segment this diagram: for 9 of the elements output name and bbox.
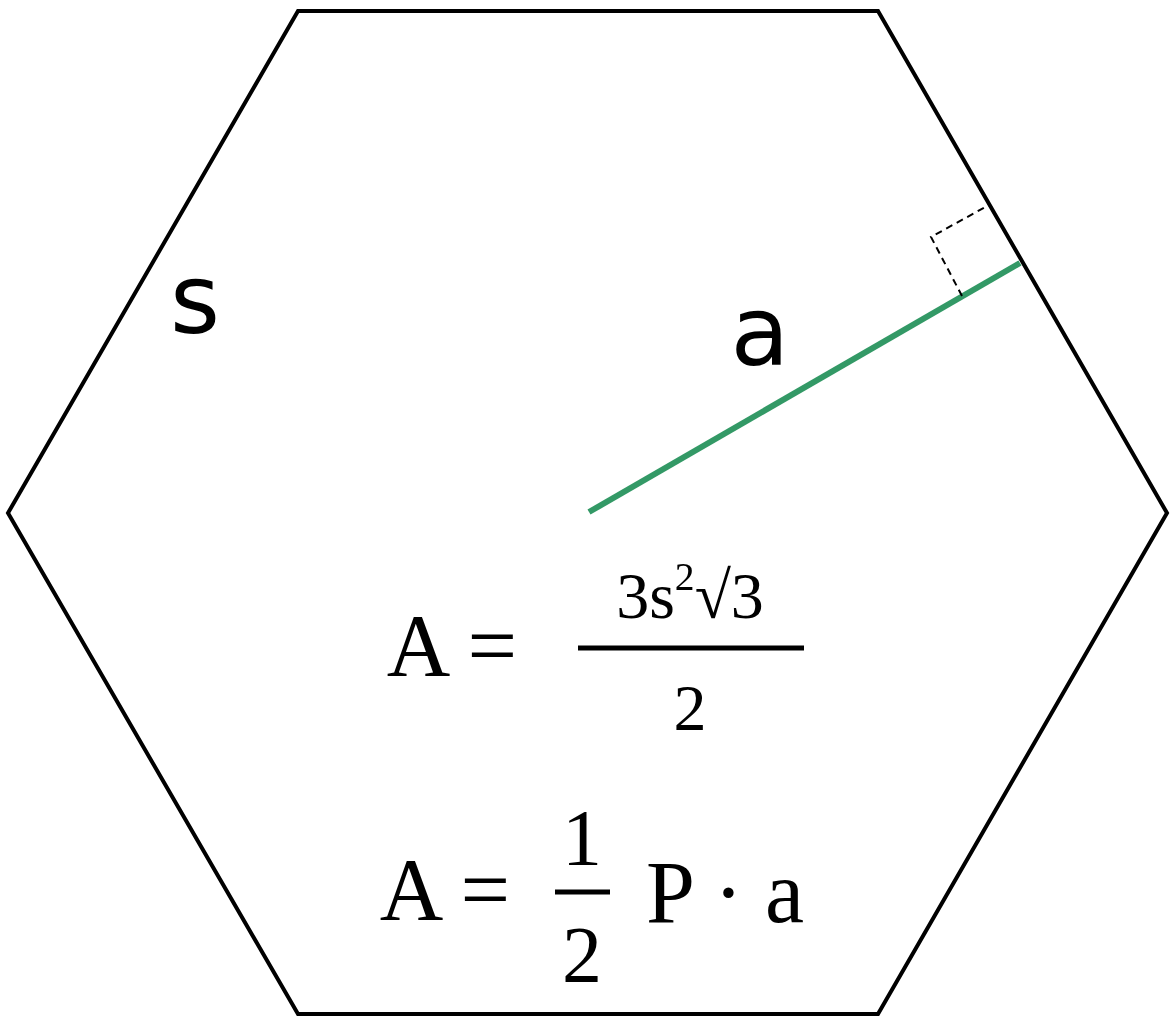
formula-text: A = <box>379 846 511 934</box>
fraction-denominator: 2 <box>673 675 707 741</box>
formula-text: A = <box>386 602 518 690</box>
fraction-denominator: 2 <box>562 915 602 995</box>
fraction-numerator: 3s$^{2}$√3 <box>616 563 764 629</box>
side-label: s <box>170 252 220 348</box>
formula-text: P · a <box>646 849 804 937</box>
apothem-label: a <box>730 284 790 380</box>
fraction-numerator: 1 <box>562 798 602 878</box>
